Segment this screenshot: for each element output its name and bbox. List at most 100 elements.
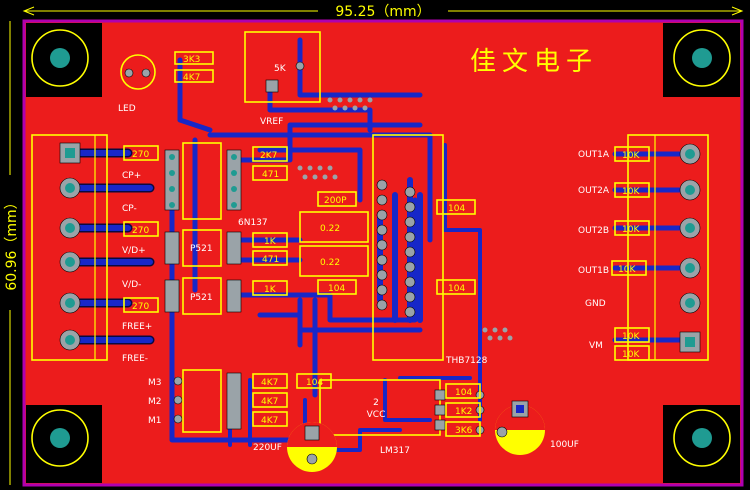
- vref-label: VREF: [260, 117, 283, 127]
- input-terminal-block: [31, 134, 108, 361]
- label-out2b: OUT2B: [578, 226, 609, 236]
- ic-6n137: 6N137: [164, 142, 268, 228]
- height-dimension: 60.96（mm）: [2, 21, 20, 485]
- resistor-10k-6: 10K: [614, 345, 650, 361]
- vref-potentiometer: 5K VREF: [244, 31, 321, 127]
- svg-text:471: 471: [262, 255, 279, 265]
- svg-text:10K: 10K: [622, 350, 640, 360]
- resistor-4k7-m3: 4K7: [252, 373, 288, 389]
- resistor-1k-1: 1K: [252, 232, 288, 248]
- svg-text:104: 104: [455, 388, 472, 398]
- resistor-270-1: 270: [123, 145, 159, 161]
- resistor-10k-5: 10K: [614, 327, 650, 343]
- svg-text:104: 104: [448, 284, 465, 294]
- capacitor-220uf: 220UF: [253, 422, 337, 472]
- ic-dip-bottom: [182, 369, 242, 433]
- resistor-10k-1: 10K: [614, 146, 650, 162]
- label-out1b: OUT1B: [578, 266, 609, 276]
- svg-text:1K: 1K: [264, 285, 277, 295]
- resistor-270-2: 270: [123, 221, 159, 237]
- svg-text:4K7: 4K7: [261, 378, 278, 388]
- label-100uf: 100UF: [550, 440, 579, 450]
- svg-text:1K: 1K: [264, 237, 277, 247]
- svg-text:270: 270: [132, 150, 149, 160]
- svg-text:10K: 10K: [618, 265, 636, 275]
- capacitor-100uf: 100UF: [495, 400, 579, 455]
- svg-text:P521: P521: [190, 293, 213, 303]
- ic-p521-a: P521: [164, 229, 242, 267]
- resistor-1k2: 1K2: [445, 402, 481, 418]
- via-array: [297, 97, 513, 341]
- resistor-4k7-top: 4K7: [174, 69, 214, 83]
- label-out2a: OUT2A: [578, 186, 610, 196]
- label-out1a: OUT1A: [578, 150, 610, 160]
- output-terminal-block: [627, 134, 709, 361]
- svg-text:4K7: 4K7: [261, 416, 278, 426]
- svg-text:0.22: 0.22: [320, 224, 340, 234]
- svg-text:10K: 10K: [622, 225, 640, 235]
- svg-text:270: 270: [132, 226, 149, 236]
- svg-text:P521: P521: [190, 244, 213, 254]
- svg-text:4K7: 4K7: [261, 397, 278, 407]
- svg-text:104: 104: [328, 284, 345, 294]
- resistor-10k-3: 10K: [614, 220, 650, 236]
- label-m2: M2: [148, 397, 162, 407]
- svg-text:4K7: 4K7: [183, 73, 200, 83]
- label-free-plus: FREE+: [122, 322, 152, 332]
- svg-text:VCC: VCC: [367, 410, 386, 420]
- svg-text:3K6: 3K6: [455, 426, 473, 436]
- resistor-10k-4: 10K: [611, 260, 647, 276]
- height-dimension-label: 60.96（mm）: [4, 195, 20, 290]
- resistor-104-a: 104: [317, 279, 357, 295]
- resistor-3k3: 3K3: [174, 51, 214, 65]
- mounting-holes: [26, 23, 740, 483]
- svg-text:471: 471: [262, 170, 279, 180]
- resistor-2k7: 2K7: [252, 146, 288, 162]
- svg-text:0.22: 0.22: [320, 258, 340, 268]
- brand-label: 佳文电子: [470, 47, 598, 77]
- ic-thb7128: THB7128: [372, 134, 488, 366]
- label-m1: M1: [148, 416, 162, 426]
- svg-text:200P: 200P: [324, 196, 347, 206]
- label-220uf: 220UF: [253, 443, 282, 453]
- resistor-104-b: 104: [436, 199, 476, 215]
- svg-text:3K3: 3K3: [183, 55, 200, 65]
- resistor-104-c: 104: [436, 279, 476, 295]
- resistor-471-1: 471: [252, 165, 288, 181]
- svg-text:2K7: 2K7: [260, 151, 277, 161]
- svg-text:10K: 10K: [622, 332, 640, 342]
- pot-label: 5K: [274, 64, 287, 74]
- resistor-10k-2: 10K: [614, 182, 650, 198]
- svg-text:1K2: 1K2: [455, 407, 472, 417]
- board-outline: [22, 19, 744, 487]
- resistor-1k-2: 1K: [252, 280, 288, 296]
- svg-text:270: 270: [132, 302, 149, 312]
- resistor-0-22-1: 0.22: [299, 211, 369, 243]
- resistor-4k7-m1: 4K7: [252, 411, 288, 427]
- width-dimension: 95.25（mm）: [22, 2, 744, 20]
- label-vd-plus: V/D+: [122, 246, 146, 256]
- label-lm317: LM317: [380, 446, 410, 456]
- resistor-3k6: 3K6: [445, 421, 481, 437]
- ic-p521-b: P521: [164, 277, 242, 315]
- resistor-104-d: 104: [296, 373, 332, 389]
- width-dimension-label: 95.25（mm）: [335, 4, 430, 20]
- svg-text:10K: 10K: [622, 187, 640, 197]
- svg-text:10K: 10K: [622, 151, 640, 161]
- label-free-minus: FREE-: [122, 354, 148, 364]
- resistor-104-e: 104: [445, 383, 481, 399]
- label-cp-minus: CP-: [122, 204, 137, 214]
- resistor-0-22-2: 0.22: [299, 245, 369, 277]
- led-label: LED: [118, 104, 136, 114]
- label-vd-minus: V/D-: [122, 280, 141, 290]
- resistor-200p: 200P: [317, 191, 357, 207]
- label-gnd: GND: [585, 299, 606, 309]
- resistor-270-3: 270: [123, 297, 159, 313]
- resistor-4k7-m2: 4K7: [252, 392, 288, 408]
- svg-text:2: 2: [373, 398, 379, 408]
- svg-text:104: 104: [448, 204, 465, 214]
- label-thb7128: THB7128: [445, 356, 488, 366]
- led: LED: [118, 54, 156, 114]
- label-6n137: 6N137: [238, 218, 268, 228]
